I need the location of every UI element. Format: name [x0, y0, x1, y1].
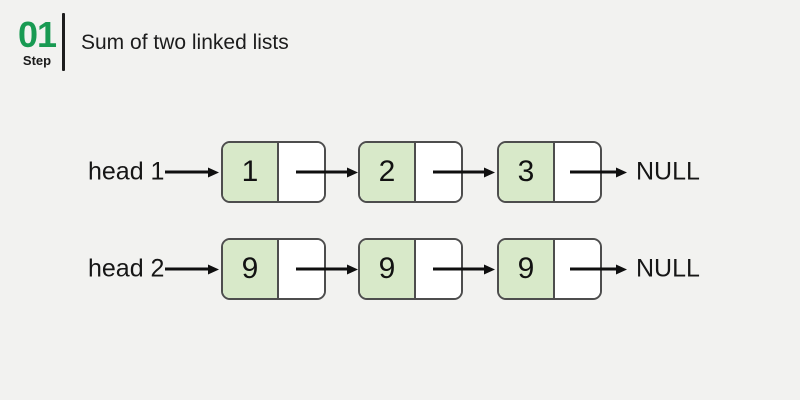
node-value-cell: 2: [360, 143, 416, 201]
page-title: Sum of two linked lists: [81, 31, 289, 54]
node-value-cell: 1: [223, 143, 279, 201]
list2-null-label: NULL: [636, 254, 700, 283]
next-pointer-arrow-icon: [296, 267, 347, 271]
linked-list-row-2: head 2 9 9 9 NULL: [0, 237, 800, 301]
node-value-cell: 9: [360, 240, 416, 298]
step-number: 01: [17, 14, 57, 55]
head2-pointer-arrow-icon: [165, 267, 208, 271]
linked-list-row-1: head 1 1 2 3 NULL: [0, 140, 800, 204]
header-divider: [62, 13, 65, 71]
null-pointer-arrow-icon: [570, 267, 616, 271]
head1-label: head 1: [88, 157, 165, 186]
next-pointer-arrow-icon: [296, 170, 347, 174]
null-pointer-arrow-icon: [570, 170, 616, 174]
header: 01 Step Sum of two linked lists: [0, 0, 800, 84]
step-label: Step: [22, 53, 52, 68]
head1-pointer-arrow-icon: [165, 170, 208, 174]
step-badge: 01 Step: [13, 14, 61, 68]
next-pointer-arrow-icon: [433, 267, 484, 271]
node-value-cell: 3: [499, 143, 555, 201]
head2-label: head 2: [88, 254, 165, 283]
node-value-cell: 9: [499, 240, 555, 298]
node-value-cell: 9: [223, 240, 279, 298]
next-pointer-arrow-icon: [433, 170, 484, 174]
list1-null-label: NULL: [636, 157, 700, 186]
list1-node-2: 2: [358, 141, 463, 203]
